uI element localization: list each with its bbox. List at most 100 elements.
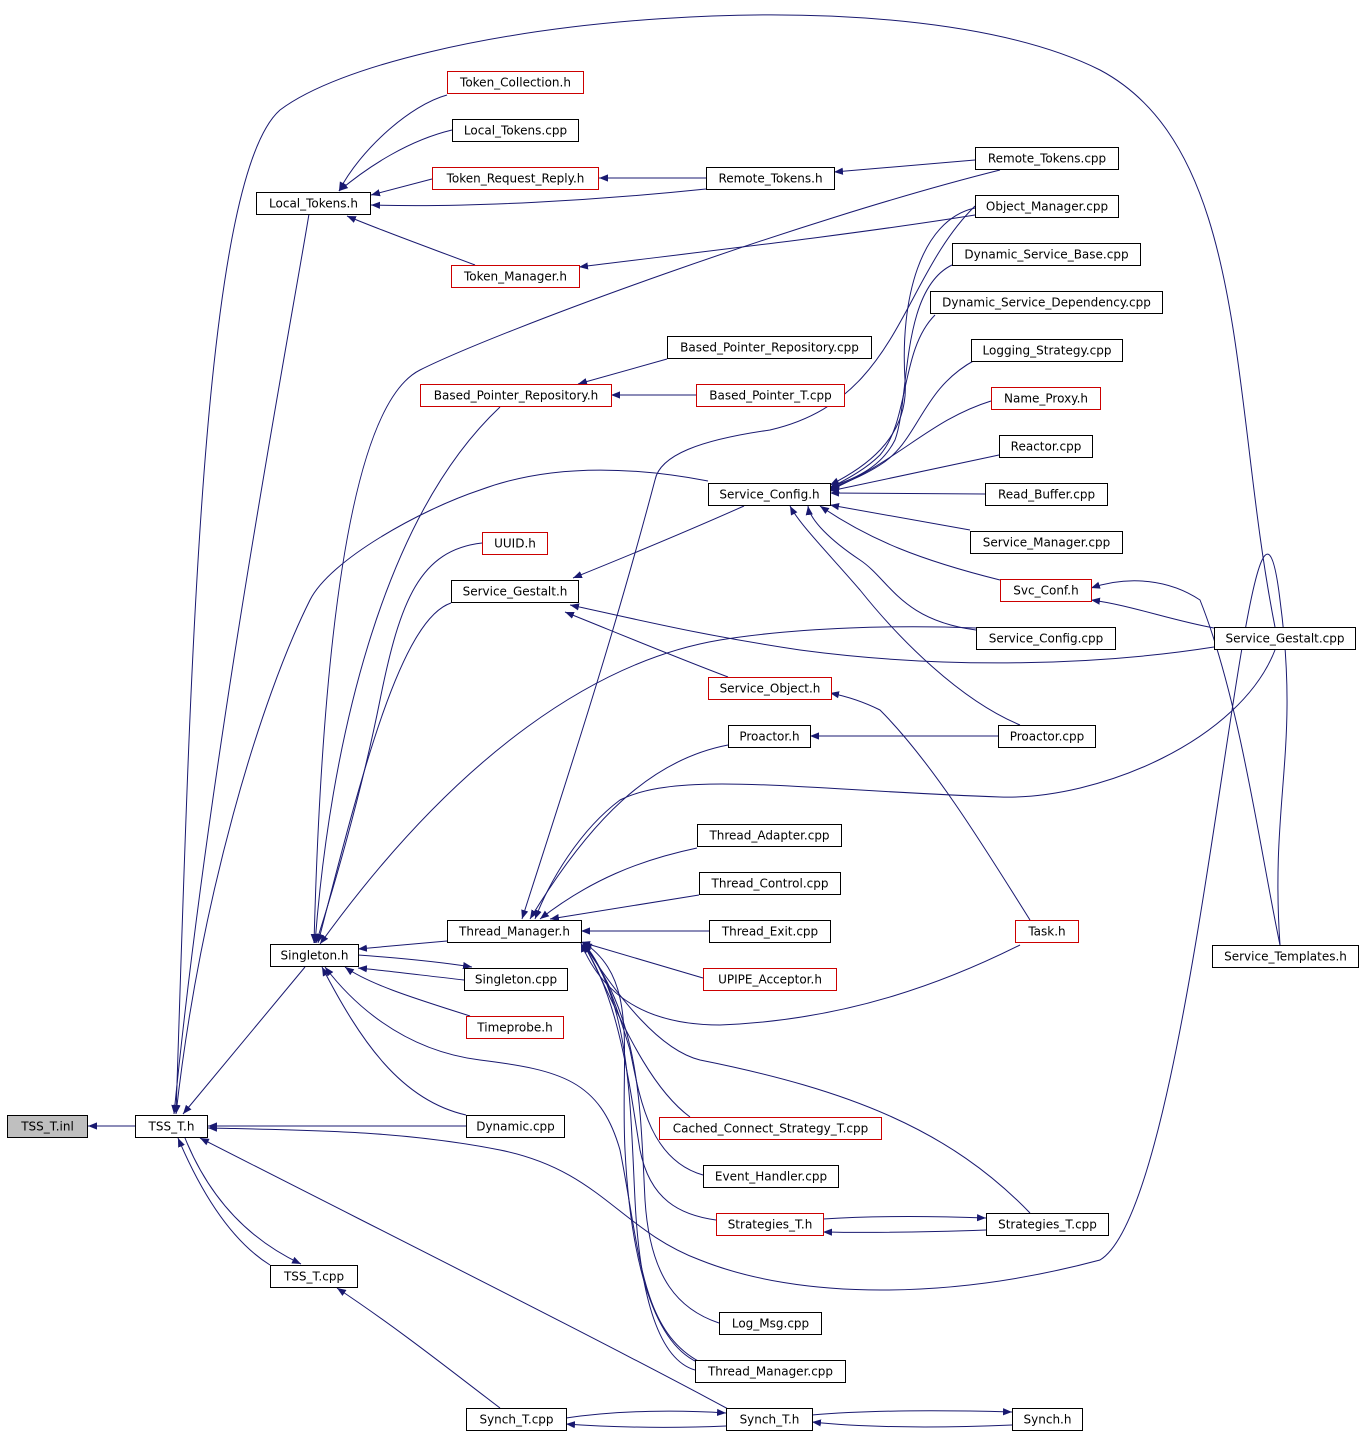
node-box — [985, 483, 1108, 506]
edge-service_gestalt_cpp-to-svc_conf_h — [1090, 597, 1215, 629]
nodes: TSS_T.inl TSS_T.h Token_Collection.hLocal_… — [7, 71, 1359, 1431]
edge-service_config_h-to-service_gestalt_h — [572, 505, 745, 579]
node-tss-t-inl[interactable]: TSS_T.inl — [7, 1115, 88, 1138]
node-task-h[interactable]: Task.h — [1015, 920, 1079, 943]
node-strategies-t-h[interactable]: Strategies_T.h — [716, 1213, 824, 1236]
node-local-tokens-cpp[interactable]: Local_Tokens.cpp — [452, 119, 579, 142]
node-box — [447, 920, 582, 943]
node-based-pointer-repository-cpp[interactable]: Based_Pointer_Repository.cpp — [667, 336, 872, 359]
node-remote-tokens-h[interactable]: Remote_Tokens.h — [706, 167, 835, 190]
node-label: Dynamic.cpp — [476, 1120, 555, 1134]
node-local-tokens-h[interactable]: Local_Tokens.h — [256, 192, 371, 215]
node-read-buffer-cpp[interactable]: Read_Buffer.cpp — [985, 483, 1108, 506]
node-box — [716, 1213, 824, 1236]
node-object-manager-cpp[interactable]: Object_Manager.cpp — [975, 195, 1119, 218]
node-service-gestalt-h[interactable]: Service_Gestalt.h — [451, 580, 579, 603]
node-synch-t-h[interactable]: Synch_T.h — [726, 1408, 813, 1431]
edge-token_request_reply_h-to-local_tokens_h — [370, 178, 433, 197]
node-label: Service_Object.h — [720, 682, 821, 696]
node-proactor-h[interactable]: Proactor.h — [728, 725, 811, 748]
node-svc-conf-h[interactable]: Svc_Conf.h — [1000, 579, 1092, 602]
node-dynamic-service-dependency-cpp[interactable]: Dynamic_Service_Dependency.cpp — [930, 291, 1163, 314]
node-synch-h[interactable]: Synch.h — [1012, 1408, 1083, 1431]
node-service-gestalt-cpp[interactable]: Service_Gestalt.cpp — [1214, 627, 1356, 650]
node-box — [466, 1115, 565, 1138]
node-label: Singleton.cpp — [475, 973, 557, 987]
node-based-pointer-t-cpp[interactable]: Based_Pointer_T.cpp — [696, 384, 845, 407]
edge-singleton_h-to-tss_t_h — [182, 966, 306, 1115]
node-label: Svc_Conf.h — [1013, 584, 1078, 598]
node-name-proxy-h[interactable]: Name_Proxy.h — [991, 387, 1101, 410]
node-dynamic-service-base-cpp[interactable]: Dynamic_Service_Base.cpp — [952, 243, 1141, 266]
edge-dynamic_service_dependency_cpp-to-service_config_h — [829, 314, 936, 489]
edge-local_tokens_h-to-tss_t_h — [171, 213, 310, 1115]
node-service-config-cpp[interactable]: Service_Config.cpp — [976, 627, 1116, 650]
node-singleton-h[interactable]: Singleton.h — [270, 944, 359, 967]
node-label: Task.h — [1027, 925, 1065, 939]
node-label: Reactor.cpp — [1011, 440, 1082, 454]
node-timeprobe-h[interactable]: Timeprobe.h — [466, 1016, 564, 1039]
edge-synch_t_h-to-synch_h — [811, 1408, 1013, 1416]
edge-proactor_cpp-to-service_config_h — [789, 505, 1021, 726]
node-event-handler-cpp[interactable]: Event_Handler.cpp — [703, 1165, 839, 1188]
node-label: Thread_Control.cpp — [711, 877, 829, 891]
node-thread-adapter-cpp[interactable]: Thread_Adapter.cpp — [697, 824, 842, 847]
node-service-config-h[interactable]: Service_Config.h — [708, 483, 831, 506]
edge-svc_conf_h-to-service_config_h — [819, 505, 1001, 581]
node-tss-t-cpp[interactable]: TSS_T.cpp — [270, 1265, 358, 1288]
node-label: Token_Manager.h — [463, 270, 567, 284]
edge-singleton_cpp-to-singleton_h — [357, 965, 465, 981]
edge-service_gestalt_cpp-to-thread_manager_h — [534, 649, 1276, 920]
node-tss-t-h[interactable]: TSS_T.h — [135, 1115, 208, 1138]
node-label: TSS_T.h — [148, 1120, 195, 1134]
node-reactor-cpp[interactable]: Reactor.cpp — [999, 435, 1093, 458]
node-token-collection-h[interactable]: Token_Collection.h — [447, 71, 584, 94]
node-box — [667, 336, 872, 359]
node-box — [699, 872, 841, 895]
node-singleton-cpp[interactable]: Singleton.cpp — [464, 968, 568, 991]
node-service-object-h[interactable]: Service_Object.h — [708, 677, 832, 700]
node-box — [270, 1265, 358, 1288]
node-proactor-cpp[interactable]: Proactor.cpp — [998, 725, 1096, 748]
node-uuid-h[interactable]: UUID.h — [482, 532, 548, 555]
node-box — [482, 532, 548, 555]
node-cached-connect-strategy-t-cpp[interactable]: Cached_Connect_Strategy_T.cpp — [659, 1117, 882, 1140]
node-box — [970, 531, 1123, 554]
node-service-templates-h[interactable]: Service_Templates.h — [1212, 945, 1359, 968]
node-label: Based_Pointer_Repository.cpp — [680, 341, 859, 355]
node-box — [1212, 945, 1359, 968]
edge-tss_t_cpp-to-tss_t_h — [177, 1137, 271, 1266]
node-token-manager-h[interactable]: Token_Manager.h — [451, 265, 580, 288]
node-thread-control-cpp[interactable]: Thread_Control.cpp — [699, 872, 841, 895]
node-service-manager-cpp[interactable]: Service_Manager.cpp — [970, 531, 1123, 554]
node-synch-t-cpp[interactable]: Synch_T.cpp — [466, 1408, 567, 1431]
edge-service_config_h-to-singleton_h — [173, 469, 709, 1115]
edge-service_gestalt_cpp-to-tss_t_h — [172, 14, 1276, 1115]
node-thread-exit-cpp[interactable]: Thread_Exit.cpp — [709, 920, 831, 943]
node-logging-strategy-cpp[interactable]: Logging_Strategy.cpp — [971, 339, 1123, 362]
node-label: Dynamic_Service_Base.cpp — [964, 248, 1128, 262]
node-thread-manager-h[interactable]: Thread_Manager.h — [447, 920, 582, 943]
edge-service_object_h-to-service_gestalt_h — [564, 611, 729, 678]
node-label: Thread_Manager.h — [458, 925, 570, 939]
node-box — [270, 944, 359, 967]
node-label: Synch_T.h — [740, 1413, 800, 1427]
edge-based_pointer_repository_cpp-to-based_pointer_repository_h — [577, 358, 668, 386]
edge-strategies_t_h-to-thread_manager_h — [582, 943, 717, 1221]
node-box — [464, 968, 568, 991]
node-log-msg-cpp[interactable]: Log_Msg.cpp — [719, 1312, 822, 1335]
node-upipe-acceptor-h[interactable]: UPIPE_Acceptor.h — [703, 968, 837, 991]
node-dynamic-cpp[interactable]: Dynamic.cpp — [466, 1115, 565, 1138]
node-strategies-t-cpp[interactable]: Strategies_T.cpp — [986, 1213, 1109, 1236]
node-label: Synch_T.cpp — [479, 1413, 553, 1427]
node-label: Timeprobe.h — [476, 1021, 552, 1035]
node-thread-manager-cpp[interactable]: Thread_Manager.cpp — [695, 1360, 846, 1383]
node-box — [952, 243, 1141, 266]
node-token-request-reply-h[interactable]: Token_Request_Reply.h — [432, 167, 599, 190]
node-box — [451, 265, 580, 288]
node-label: TSS_T.cpp — [283, 1270, 344, 1284]
node-box — [719, 1312, 822, 1335]
node-box — [466, 1408, 567, 1431]
node-based-pointer-repository-h[interactable]: Based_Pointer_Repository.h — [420, 384, 612, 407]
node-remote-tokens-cpp[interactable]: Remote_Tokens.cpp — [975, 147, 1119, 170]
